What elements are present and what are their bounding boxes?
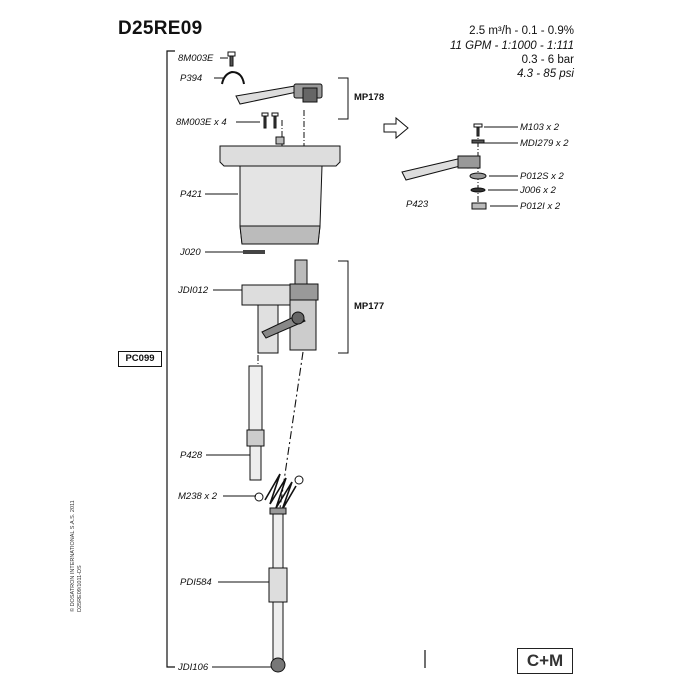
copyright-line-2: D25RE09/1011-DS bbox=[77, 565, 83, 612]
cm-logo: C+M bbox=[517, 648, 573, 674]
spec-psi: 4.3 - 85 psi bbox=[517, 68, 574, 80]
label-m103: M103 x 2 bbox=[520, 122, 560, 133]
label-p421: P421 bbox=[180, 189, 203, 200]
spring-m238 bbox=[254, 473, 304, 511]
label-mdi279: MDI279 x 2 bbox=[520, 138, 569, 149]
spec-gpm: 11 GPM - 1:1000 - 1:111 bbox=[449, 40, 574, 52]
right-small-parts bbox=[469, 123, 487, 210]
mp178-bracket bbox=[338, 77, 349, 120]
label-p394: P394 bbox=[180, 73, 203, 84]
housing-p421 bbox=[219, 136, 341, 245]
clip-p394 bbox=[221, 70, 245, 85]
spec-bar: 0.3 - 6 bar bbox=[521, 54, 574, 66]
label-8m003e-x4: 8M003E x 4 bbox=[176, 117, 227, 128]
lever-p423 bbox=[401, 155, 481, 181]
body-mp177 bbox=[241, 259, 319, 354]
spec-flow: 2.5 m³/h - 0.1 - 0.9% bbox=[469, 25, 574, 37]
label-p428: P428 bbox=[180, 450, 203, 461]
page-title: D25RE09 bbox=[118, 18, 203, 39]
label-p423: P423 bbox=[406, 199, 429, 210]
label-8m003e: 8M003E bbox=[178, 53, 214, 64]
copyright-line-1: © DOSATRON INTERNATIONAL S.A.S. 2011 bbox=[70, 500, 76, 612]
copyright-notice: © DOSATRON INTERNATIONAL S.A.S. 2011 D25… bbox=[70, 500, 84, 612]
group-mp177: MP177 bbox=[354, 301, 385, 312]
lever-handle-mp178 bbox=[235, 83, 323, 105]
label-jdi106: JDI106 bbox=[178, 662, 209, 673]
label-pdi584: PDI584 bbox=[180, 577, 212, 588]
group-pc099: PC099 bbox=[118, 351, 162, 367]
label-jdi012: JDI012 bbox=[178, 285, 209, 296]
direction-arrow bbox=[383, 116, 409, 140]
label-p012i: P012I x 2 bbox=[520, 201, 561, 212]
label-m238: M238 x 2 bbox=[178, 491, 218, 502]
label-j006: J006 x 2 bbox=[520, 185, 556, 196]
rod-pdi584 bbox=[268, 507, 288, 673]
stem-p428 bbox=[246, 365, 265, 481]
pc099-bracket bbox=[166, 50, 175, 668]
seal-j020 bbox=[243, 250, 265, 254]
screw-8m003e bbox=[227, 51, 236, 67]
mp177-bracket bbox=[338, 260, 349, 354]
group-mp178: MP178 bbox=[354, 92, 385, 103]
screws-8m003e-x4 bbox=[261, 112, 279, 129]
label-p012s: P012S x 2 bbox=[520, 171, 564, 182]
label-j020: J020 bbox=[180, 247, 201, 258]
